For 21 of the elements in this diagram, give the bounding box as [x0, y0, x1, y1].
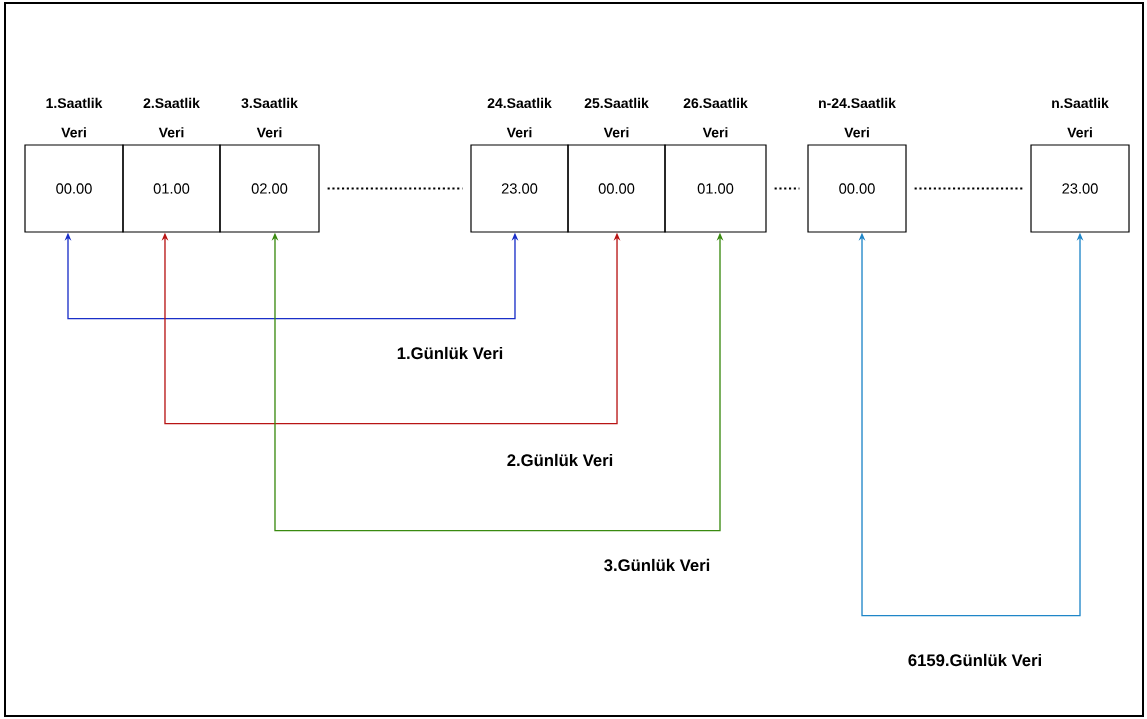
cell-box: 23.00: [470, 144, 569, 233]
cell-box: 01.00: [122, 144, 221, 233]
connector: [914, 187, 1023, 190]
column-heading: 1.Saatlik Veri: [46, 97, 103, 138]
cell-box: 00.00: [807, 144, 907, 233]
column-heading: 3.Saatlik Veri: [241, 97, 298, 138]
column-heading: 24.Saatlik Veri: [487, 97, 552, 138]
cell-box: 00.00: [24, 144, 124, 233]
column-heading: n-24.Saatlik Veri: [819, 97, 896, 138]
edge-label: 2.Günlük Veri: [505, 452, 615, 468]
edge-label: 1.Günlük Veri: [395, 345, 505, 361]
column-heading: 2.Saatlik Veri: [143, 97, 200, 138]
cell-box: 01.00: [664, 144, 767, 233]
cell-box: 02.00: [219, 144, 320, 233]
column-heading: 26.Saatlik Veri: [683, 97, 748, 138]
cell-box: 00.00: [567, 144, 666, 233]
edge-label: 6159.Günlük Veri: [906, 652, 1044, 668]
cell-box: 23.00: [1030, 144, 1130, 233]
edge-label: 3.Günlük Veri: [602, 557, 712, 573]
column-heading: 25.Saatlik Veri: [584, 97, 649, 138]
column-heading: n.Saatlik Veri: [1052, 97, 1109, 138]
